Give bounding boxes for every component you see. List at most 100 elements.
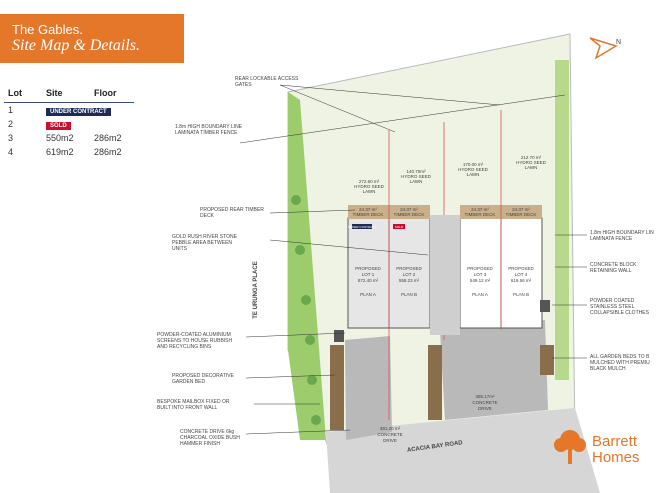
table-row: 4 619m2 286m2 <box>4 145 134 159</box>
svg-text:TIMBER DECK: TIMBER DECK <box>465 212 496 217</box>
svg-text:872.40 m²: 872.40 m² <box>358 278 379 283</box>
svg-text:LAWN: LAWN <box>525 165 538 170</box>
callout-stone-1: GOLD RUSH RIVER STONE <box>172 234 238 240</box>
callout-fence-right-1: 1.8m HIGH BOUNDARY LIN <box>590 230 654 236</box>
svg-text:TIMBER DECK: TIMBER DECK <box>506 212 537 217</box>
callout-screens-3: AND RECYCLING BINS <box>157 344 212 350</box>
logo-line1: Barrett <box>592 433 638 450</box>
callout-mulch-1: ALL GARDEN BEDS TO B <box>590 354 650 360</box>
title-line2: Site Map & Details. <box>12 37 140 54</box>
drive-left <box>345 336 392 440</box>
deck-area: 24.37 m² <box>471 207 489 212</box>
deck-area: 24.37 m² <box>512 207 530 212</box>
drive-right <box>440 320 548 420</box>
unit-label: PROPOSED <box>355 266 381 271</box>
callout-wall-2: RETAINING WALL <box>590 268 632 274</box>
callout-garden-2: GARDEN BED <box>172 379 205 385</box>
svg-text:PLAN B: PLAN B <box>513 292 529 297</box>
under-contract-badge: UNDER CONTRACT <box>46 107 111 116</box>
lawn-area: 272.60 m² <box>359 179 380 184</box>
svg-text:TIMBER DECK: TIMBER DECK <box>353 212 384 217</box>
unit-label: PROPOSED <box>508 266 534 271</box>
garden-bed <box>428 345 442 420</box>
callout-screens-1: POWDER-COATED ALUMINIUM <box>157 332 231 338</box>
header-lot: Lot <box>8 88 22 98</box>
callout-gates-1: REAR LOCKABLE ACCESS <box>235 76 299 82</box>
lot-table: Lot Site Floor 1 UNDER CONTRACT 2 SOLD 3… <box>4 88 134 159</box>
callout-drive-1: CONCRETE DRIVE 6kg <box>180 429 234 435</box>
callout-clothes-3: COLLAPSIBLE CLOTHES <box>590 310 650 316</box>
drive-area: 386.17m² <box>475 394 495 399</box>
svg-text:N: N <box>616 39 621 46</box>
callout-fence-left-2: LAMINATA TIMBER FENCE <box>175 130 238 136</box>
callout-fence-right-2: LAMINATA FENCE <box>590 236 633 242</box>
title-line1: The Gables. <box>12 22 83 37</box>
site-area: 619m2 <box>46 147 74 157</box>
svg-text:LOT 4: LOT 4 <box>515 272 528 277</box>
unit-label: PROPOSED <box>467 266 493 271</box>
title-banner: The Gables. Site Map & Details. <box>0 14 184 63</box>
callout-stone-3: UNITS <box>172 246 188 252</box>
svg-text:LOT 1: LOT 1 <box>362 272 375 277</box>
svg-text:LOT 3: LOT 3 <box>474 272 487 277</box>
callout-fence-left-1: 1.8m HIGH BOUNDARY LINE <box>175 124 243 130</box>
svg-text:CONCRETE: CONCRETE <box>472 400 497 405</box>
floor-area: 286m2 <box>94 147 122 157</box>
callout-stone-2: PEBBLE AREA BETWEEN <box>172 240 232 246</box>
drive-area: 381.20 m² <box>380 426 401 431</box>
lot-number: 3 <box>8 133 14 143</box>
callout-gates-2: GATES <box>235 82 252 88</box>
svg-text:DRIVE: DRIVE <box>383 438 397 443</box>
unit-sold-tag: SOLD <box>395 225 404 229</box>
lawn-area: 140.70m² <box>406 169 426 174</box>
svg-text:HYDRO SEED: HYDRO SEED <box>458 167 489 172</box>
deck-area: 24.37 m² <box>359 207 377 212</box>
logo-line2: Homes <box>592 449 640 466</box>
lot-number: 4 <box>8 147 14 157</box>
table-row: 3 550m2 286m2 <box>4 131 134 145</box>
callout-deck-1: PROPOSED REAR TIMBER <box>200 207 264 213</box>
deck-area: 24.37 m² <box>400 207 418 212</box>
svg-text:HYDRO SEED: HYDRO SEED <box>354 184 385 189</box>
unit-under-contract-tag: UNDER CONTRACT <box>348 225 376 229</box>
road <box>326 408 600 493</box>
garden-bed <box>540 345 554 375</box>
svg-text:LAWN: LAWN <box>363 189 376 194</box>
svg-text:PLAN A: PLAN A <box>360 292 376 297</box>
callout-wall-1: CONCRETE BLOCK <box>590 262 637 268</box>
svg-text:TIMBER DECK: TIMBER DECK <box>394 212 425 217</box>
sold-badge: SOLD <box>46 121 71 130</box>
callout-mulch-2: MULCHED WITH PREMIU <box>590 360 650 366</box>
north-arrow-icon: N <box>589 37 621 60</box>
svg-text:PLAN B: PLAN B <box>401 292 417 297</box>
svg-text:HYDRO SEED: HYDRO SEED <box>516 160 547 165</box>
floor-area: 286m2 <box>94 133 122 143</box>
lawn-area: 170.00 m² <box>463 162 484 167</box>
tree-logo-icon <box>554 430 586 464</box>
table-row: 2 SOLD <box>4 117 134 131</box>
callout-drive-3: HAMMER FINISH <box>180 441 220 447</box>
callout-clothes-2: STAINLESS STEEL <box>590 304 635 310</box>
header-floor: Floor <box>94 88 117 98</box>
unit-label: PROPOSED <box>396 266 422 271</box>
pebble-area <box>430 215 460 335</box>
svg-text:558.23 m²: 558.23 m² <box>399 278 420 283</box>
svg-text:CONCRETE: CONCRETE <box>377 432 402 437</box>
svg-text:PLAN A: PLAN A <box>472 292 488 297</box>
garden-bed <box>330 345 344 430</box>
lawn-area: 212.70 m² <box>521 155 542 160</box>
svg-text:LOT 2: LOT 2 <box>403 272 416 277</box>
callout-garden-1: PROPOSED DECORATIVE <box>172 373 235 379</box>
svg-text:DRIVE: DRIVE <box>478 406 492 411</box>
road-name-left: TE URUNGA PLACE <box>253 261 259 318</box>
callout-mailbox-2: BUILT INTO FRONT WALL <box>157 405 218 411</box>
callout-mulch-3: BLACK MULCH <box>590 366 626 372</box>
brand-logo: Barrett Homes <box>552 428 640 471</box>
header-site: Site <box>46 88 63 98</box>
svg-text:619.56 m²: 619.56 m² <box>511 278 532 283</box>
callout-clothes-1: POWDER COATED <box>590 298 635 304</box>
callout-screens-2: SCREENS TO HOUSE RUBBISH <box>157 338 232 344</box>
svg-text:HYDRO SEED: HYDRO SEED <box>401 174 432 179</box>
callout-drive-2: CHARCOAL OXIDE BUSH <box>180 435 240 441</box>
